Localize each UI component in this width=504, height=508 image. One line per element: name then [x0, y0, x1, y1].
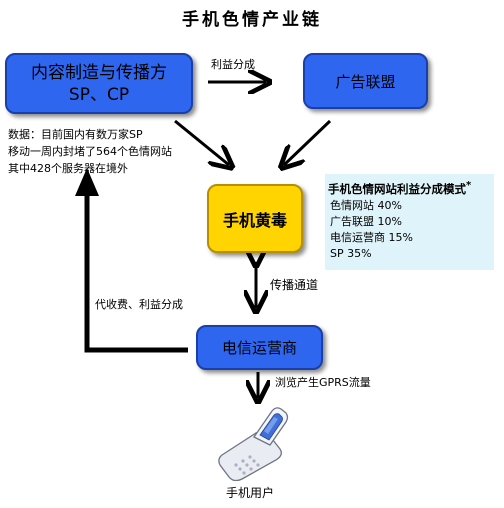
- stats-line: 其中428个服务器在境外: [8, 162, 128, 175]
- edge-label-profit-share: 利益分成: [211, 58, 255, 71]
- arrow-sp-to-virus: [174, 119, 229, 165]
- diagram-title: 手机色情产业链: [182, 10, 322, 30]
- node-mobile-user: 手机用户: [225, 486, 274, 500]
- node-sp-cp-line2: SP、CP: [68, 84, 130, 105]
- arrow-ad-to-virus: [284, 119, 332, 165]
- profit-row: SP 35%: [330, 246, 372, 260]
- stats-note: 数据：目前国内有数万家SP 移动一周内封堵了564个色情网站 其中428个服务器…: [8, 126, 208, 177]
- profit-row: 电信运营商 15%: [330, 230, 413, 244]
- node-telecom-operator: 电信运营商: [196, 325, 323, 370]
- arrow-operator-to-sp: [84, 190, 188, 353]
- arrow-operator-to-sp-head: [75, 168, 99, 196]
- edge-label-billing: 代收费、利益分成: [95, 298, 183, 311]
- node-ad-alliance: 广告联盟: [303, 53, 428, 109]
- profit-model-title-text: 手机色情网站利益分成模式: [328, 181, 466, 196]
- footnote-mark: *: [466, 180, 472, 191]
- node-sp-cp-line1: 内容制造与传播方: [31, 62, 167, 83]
- mobile-phone-icon: [218, 407, 289, 481]
- node-sp-cp: 内容制造与传播方 SP、CP: [5, 53, 193, 114]
- profit-model-panel: 手机色情网站利益分成模式* 色情网站 40% 广告联盟 10% 电信运营商 15…: [325, 174, 494, 270]
- edge-label-gprs: 浏览产生GPRS流量: [275, 376, 371, 389]
- profit-row: 色情网站 40%: [330, 198, 402, 212]
- profit-model-title: 手机色情网站利益分成模式*: [328, 177, 494, 198]
- stats-line: 移动一周内封堵了564个色情网站: [8, 145, 172, 158]
- stats-line: 数据：目前国内有数万家SP: [8, 128, 143, 141]
- edge-label-channel: 传播通道: [270, 278, 319, 292]
- profit-row: 广告联盟 10%: [330, 214, 402, 228]
- node-mobile-porn: 手机黄毒: [207, 184, 303, 253]
